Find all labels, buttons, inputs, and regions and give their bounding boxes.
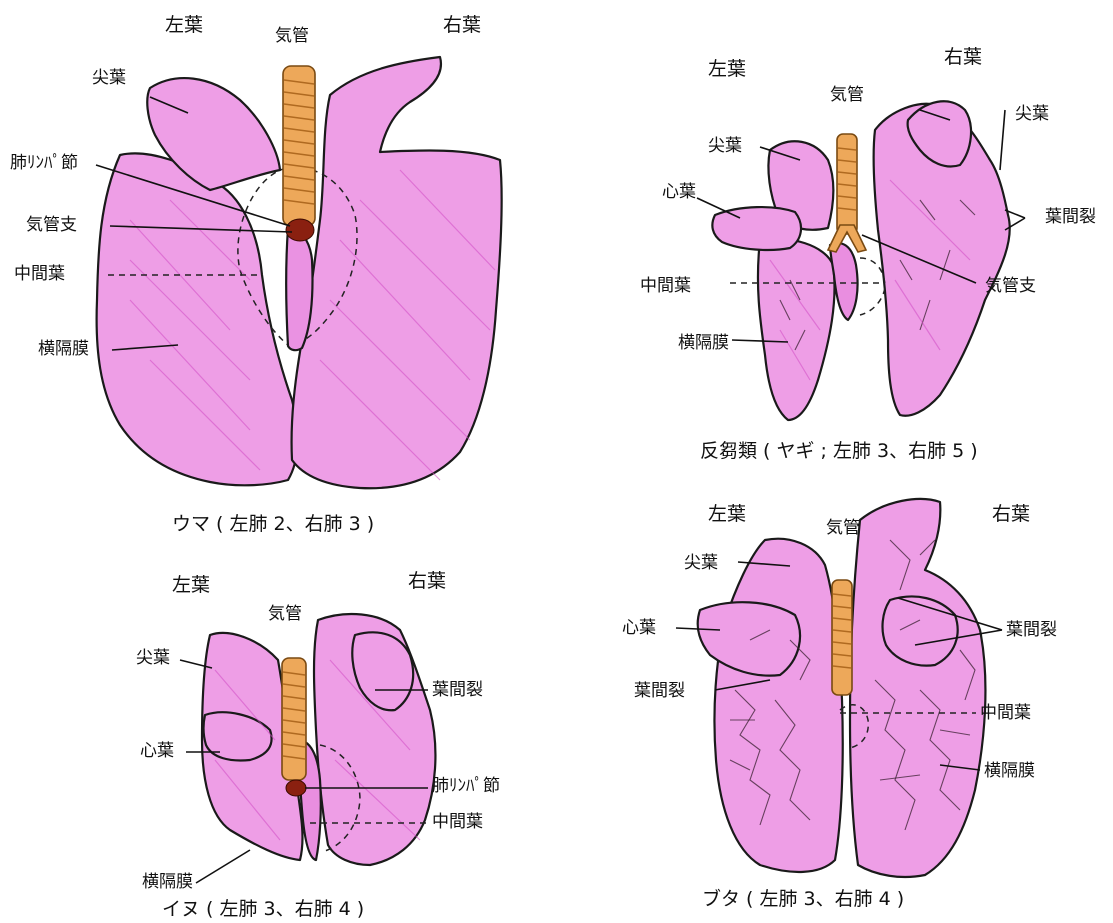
- goat-label-interlobar-fissure: 葉間裂: [1045, 209, 1096, 226]
- horse-label-apical-lobe: 尖葉: [92, 70, 126, 87]
- pig-trachea-shape: [832, 580, 852, 695]
- pig-lung-illustration: [590, 480, 1113, 923]
- horse-label-diaphragmatic-lobe: 横隔膜: [38, 341, 89, 358]
- horse-left-lung: [97, 153, 298, 485]
- goat-label-intermediate-lobe: 中間葉: [640, 278, 691, 295]
- dog-label-interlobar-fissure: 葉間裂: [432, 682, 483, 699]
- pig-label-cardiac-lobe: 心葉: [622, 620, 656, 637]
- pig-diagram: 左葉 気管 右葉 尖葉 心葉 葉間裂 葉間裂 中間葉 横隔膜 ブタ ( 左肺 3…: [590, 480, 1113, 923]
- pig-caption: ブタ ( 左肺 3、右肺 4 ): [702, 890, 904, 909]
- dog-lung-illustration: [0, 540, 560, 923]
- pig-label-interlobar-fissure-right: 葉間裂: [1006, 622, 1057, 639]
- dog-label-cardiac-lobe: 心葉: [140, 743, 174, 760]
- dog-label-intermediate-lobe: 中間葉: [432, 814, 483, 831]
- dog-label-right-lobe: 右葉: [408, 572, 446, 591]
- pig-label-intermediate-lobe: 中間葉: [980, 705, 1031, 722]
- goat-label-apical-lobe-left: 尖葉: [708, 138, 742, 155]
- horse-caption: ウマ ( 左肺 2、右肺 3 ): [172, 515, 374, 534]
- horse-label-intermediate-lobe: 中間葉: [14, 266, 65, 283]
- horse-label-trachea: 気管: [275, 28, 309, 45]
- pig-label-interlobar-fissure-left: 葉間裂: [634, 683, 685, 700]
- horse-label-left-lobe: 左葉: [165, 16, 203, 35]
- dog-trachea-shape: [282, 658, 306, 780]
- goat-label-right-lobe: 右葉: [944, 48, 982, 67]
- horse-right-lung: [292, 57, 502, 488]
- pig-left-cardiac-lobe: [698, 602, 800, 675]
- pig-right-middle-lobe: [883, 596, 958, 665]
- goat-cardiac-lobe: [712, 207, 801, 250]
- goat-diagram: 左葉 右葉 気管 尖葉 尖葉 心葉 葉間裂 中間葉 気管支 横隔膜 反芻類 ( …: [590, 0, 1113, 480]
- pig-label-left-lobe: 左葉: [708, 505, 746, 524]
- goat-label-bronchus: 気管支: [985, 278, 1036, 295]
- goat-label-apical-lobe-right: 尖葉: [1015, 106, 1049, 123]
- pig-right-lung: [850, 499, 985, 877]
- dog-lymph-node-shape: [286, 780, 306, 796]
- dog-diagram: 左葉 右葉 気管 尖葉 葉間裂 心葉 肺ﾘﾝﾊﾟ節 中間葉 横隔膜 イヌ ( 左…: [0, 540, 560, 923]
- goat-label-cardiac-lobe: 心葉: [662, 184, 696, 201]
- dog-label-diaphragmatic-lobe: 横隔膜: [142, 874, 193, 891]
- goat-caption: 反芻類 ( ヤギ ; 左肺 3、右肺 5 ): [700, 442, 978, 461]
- goat-left-lung: [758, 239, 835, 420]
- goat-intermediate-lobe-outline: [860, 258, 885, 315]
- horse-label-right-lobe: 右葉: [443, 16, 481, 35]
- dog-caption: イヌ ( 左肺 3、右肺 4 ): [162, 900, 364, 919]
- goat-label-trachea: 気管: [830, 87, 864, 104]
- pig-label-right-lobe: 右葉: [992, 505, 1030, 524]
- pig-label-apical-lobe: 尖葉: [684, 555, 718, 572]
- goat-lung-illustration: [590, 0, 1113, 480]
- horse-label-bronchus: 気管支: [26, 217, 77, 234]
- pig-label-trachea: 気管: [826, 520, 860, 537]
- dog-label-trachea: 気管: [268, 606, 302, 623]
- goat-label-diaphragmatic-lobe: 横隔膜: [678, 335, 729, 352]
- horse-lung-illustration: [0, 0, 540, 540]
- horse-lymph-node-shape: [286, 219, 314, 241]
- goat-label-left-lobe: 左葉: [708, 60, 746, 79]
- dog-label-lymph-node: 肺ﾘﾝﾊﾟ節: [432, 778, 500, 795]
- dog-label-apical-lobe: 尖葉: [136, 650, 170, 667]
- pig-label-diaphragmatic-lobe: 横隔膜: [984, 763, 1035, 780]
- horse-label-lymph-node: 肺ﾘﾝﾊﾟ節: [10, 155, 78, 172]
- dog-label-left-lobe: 左葉: [172, 576, 210, 595]
- horse-diagram: 左葉 気管 右葉 尖葉 肺ﾘﾝﾊﾟ節 気管支 中間葉 横隔膜 ウマ ( 左肺 2…: [0, 0, 540, 540]
